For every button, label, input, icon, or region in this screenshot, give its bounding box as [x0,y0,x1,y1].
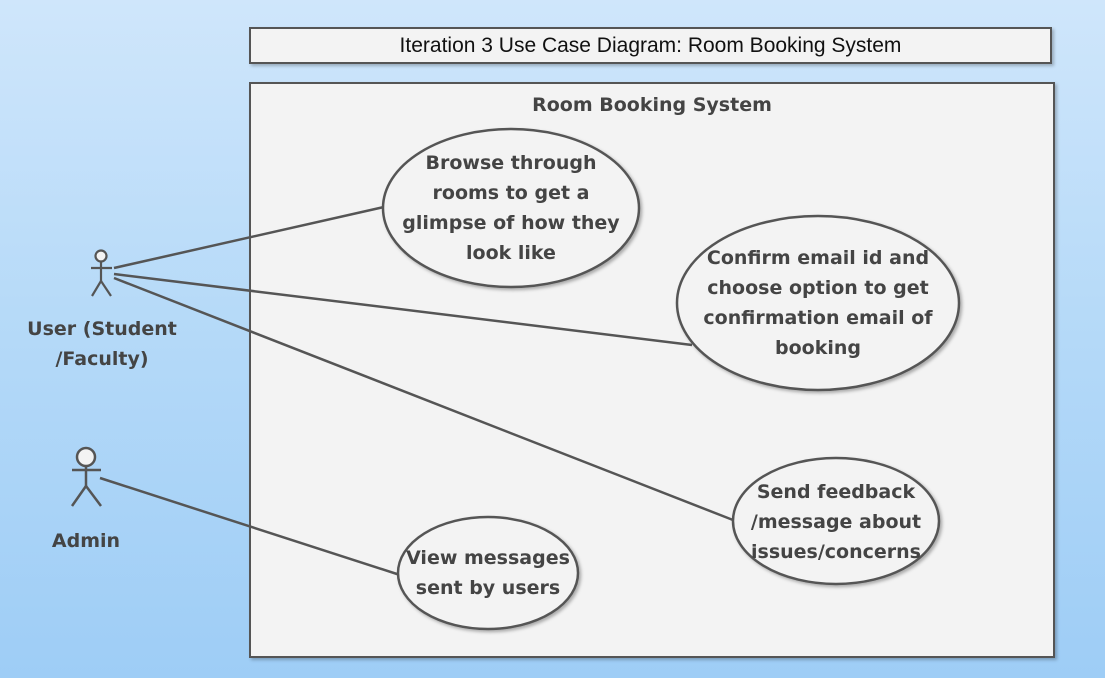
usecase-browse-line: glimpse of how they [402,212,620,234]
admin-actor-icon[interactable] [70,446,102,507]
usecase-confirm-line: booking [775,337,861,359]
usecase-view-line: sent by users [415,577,561,599]
usecase-browse-ellipse[interactable] [381,127,641,289]
admin-actor-label: Admin [51,530,121,552]
usecase-feedback-line: Send feedback [756,481,916,503]
usecase-feedback-ellipse[interactable] [731,456,941,586]
user-actor-label-line2: /Faculty) [55,348,149,370]
usecase-confirm[interactable]: Confirm email id and choose option to ge… [690,243,946,363]
user-actor-label-line1: User (Student [27,318,177,340]
system-boundary: Room Booking System [249,82,1055,658]
association-user-confirm [113,272,693,347]
usecase-feedback-line: issues/concerns [751,541,921,563]
user-actor-label: User (Student /Faculty) [22,314,182,374]
usecase-view-ellipse[interactable] [396,515,580,631]
usecase-confirm-line: choose option to get [707,277,929,299]
usecase-view-line: View messages [406,547,570,569]
usecase-feedback[interactable]: Send feedback /message about issues/conc… [741,477,931,567]
usecase-confirm-line: confirmation email of [703,307,933,329]
association-admin-view [99,476,401,577]
user-actor-icon[interactable] [91,249,112,297]
usecase-browse-line: Browse through [425,152,597,174]
usecase-view[interactable]: View messages sent by users [405,543,571,603]
association-user-feedback [113,276,734,522]
usecase-browse[interactable]: Browse through rooms to get a glimpse of… [388,148,634,268]
usecase-browse-line: rooms to get a [432,182,590,204]
usecase-confirm-ellipse[interactable] [675,214,961,392]
usecase-feedback-line: /message about [750,511,922,533]
diagram-title: Iteration 3 Use Case Diagram: Room Booki… [249,27,1052,64]
usecase-confirm-line: Confirm email id and [706,247,930,269]
system-boundary-label: Room Booking System [532,94,772,116]
usecase-browse-line: look like [466,242,556,264]
association-user-browse [113,205,385,270]
